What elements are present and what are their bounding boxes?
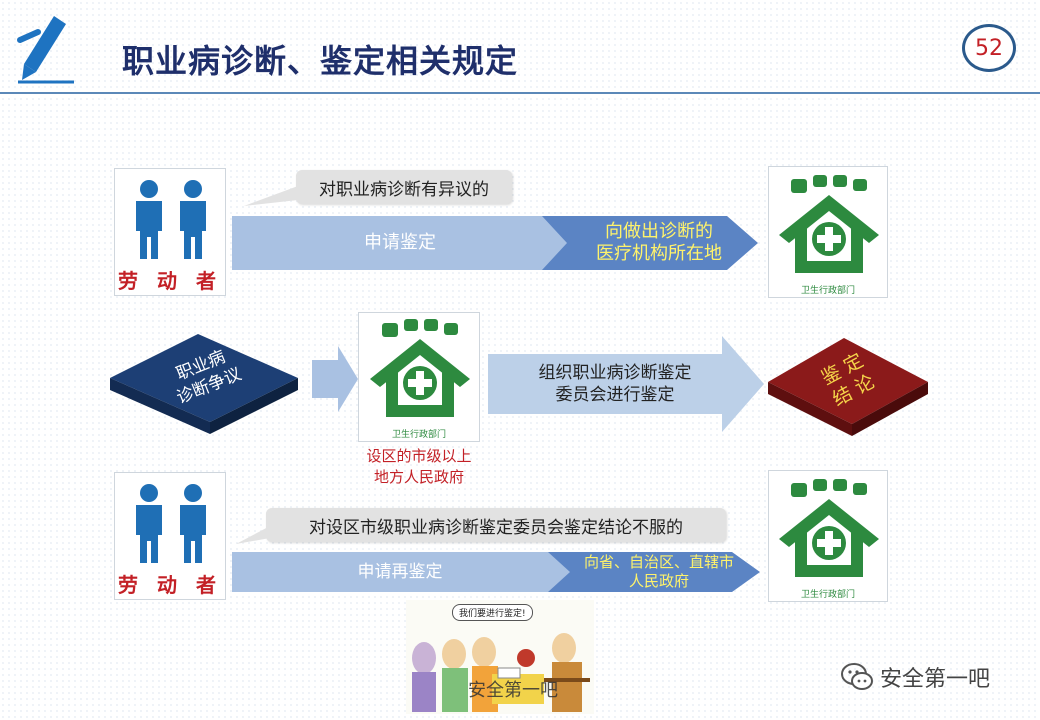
dispute-block bbox=[110, 334, 298, 434]
health-dept-card-bottom: 卫生行政部门 bbox=[768, 470, 888, 602]
pencil-icon bbox=[17, 16, 74, 84]
page-title: 职业病诊断、鉴定相关规定 bbox=[122, 42, 519, 80]
destination-label-top: 向做出诊断的 医疗机构所在地 bbox=[566, 216, 752, 270]
watermark-overlay: 安全第一吧 bbox=[468, 680, 558, 701]
watermark-text: 安全第一吧 bbox=[880, 667, 991, 692]
health-dept-card-middle: 卫生行政部门 bbox=[358, 312, 480, 442]
worker-card-bottom: 劳 动 者 bbox=[114, 472, 226, 600]
health-dept-label: 卫生行政部门 bbox=[391, 430, 446, 440]
dissatisfied-bubble: 对设区市级职业病诊断鉴定委员会鉴定结论不服的 bbox=[266, 508, 726, 542]
destination-line2: 医疗机构所在地 bbox=[596, 243, 722, 264]
header-divider bbox=[0, 92, 1040, 94]
wechat-icon bbox=[841, 663, 873, 690]
conclusion-block bbox=[768, 338, 928, 436]
header: 职业病诊断、鉴定相关规定 52 bbox=[0, 0, 1040, 92]
reappraisal-arrow bbox=[232, 552, 760, 592]
worker-label: 劳 动 者 bbox=[118, 269, 222, 293]
health-dept-label: 卫生行政部门 bbox=[800, 286, 855, 296]
government-label: 设区的市级以上 地方人民政府 bbox=[334, 446, 504, 488]
destination-label-bottom: 向省、自治区、直辖市 人民政府 bbox=[564, 552, 754, 592]
apply-appraisal-arrow bbox=[232, 216, 758, 270]
page-number-badge: 52 bbox=[962, 24, 1016, 72]
destination-line1: 向省、自治区、直辖市 bbox=[583, 553, 734, 571]
cartoon-speech: 我们要进行鉴定! bbox=[452, 604, 533, 621]
bubble-tail bbox=[244, 186, 298, 206]
reappraisal-label: 申请再鉴定 bbox=[357, 562, 443, 582]
workers-icon bbox=[136, 484, 206, 563]
to-government-arrow bbox=[312, 346, 358, 412]
worker-label: 劳 动 者 bbox=[118, 573, 222, 597]
destination-line2: 人民政府 bbox=[628, 572, 689, 590]
workers-icon bbox=[136, 180, 206, 259]
cartoon-illustration: 我们要进行鉴定! 安全第一吧 bbox=[406, 600, 594, 714]
government-line1: 设区的市级以上 bbox=[366, 447, 472, 465]
organize-line2: 委员会进行鉴定 bbox=[555, 385, 675, 405]
objection-bubble: 对职业病诊断有异议的 bbox=[296, 170, 512, 204]
cartoon-figures bbox=[412, 633, 590, 712]
destination-line1: 向做出诊断的 bbox=[605, 221, 713, 242]
organize-line1: 组织职业病诊断鉴定 bbox=[538, 363, 692, 383]
worker-card-top: 劳 动 者 bbox=[114, 168, 226, 296]
health-dept-card-top: 卫生行政部门 bbox=[768, 166, 888, 298]
health-dept-icon bbox=[779, 175, 879, 273]
health-dept-icon bbox=[779, 479, 879, 577]
health-dept-label: 卫生行政部门 bbox=[800, 590, 855, 600]
government-line2: 地方人民政府 bbox=[373, 468, 464, 486]
health-dept-icon bbox=[370, 319, 470, 417]
watermark-brand: 安全第一吧 bbox=[840, 660, 990, 694]
organize-appraisal-arrow bbox=[488, 336, 764, 432]
organize-appraisal-label: 组织职业病诊断鉴定 委员会进行鉴定 bbox=[500, 362, 730, 406]
apply-appraisal-label: 申请鉴定 bbox=[364, 232, 436, 253]
bubble-tail bbox=[236, 526, 270, 544]
